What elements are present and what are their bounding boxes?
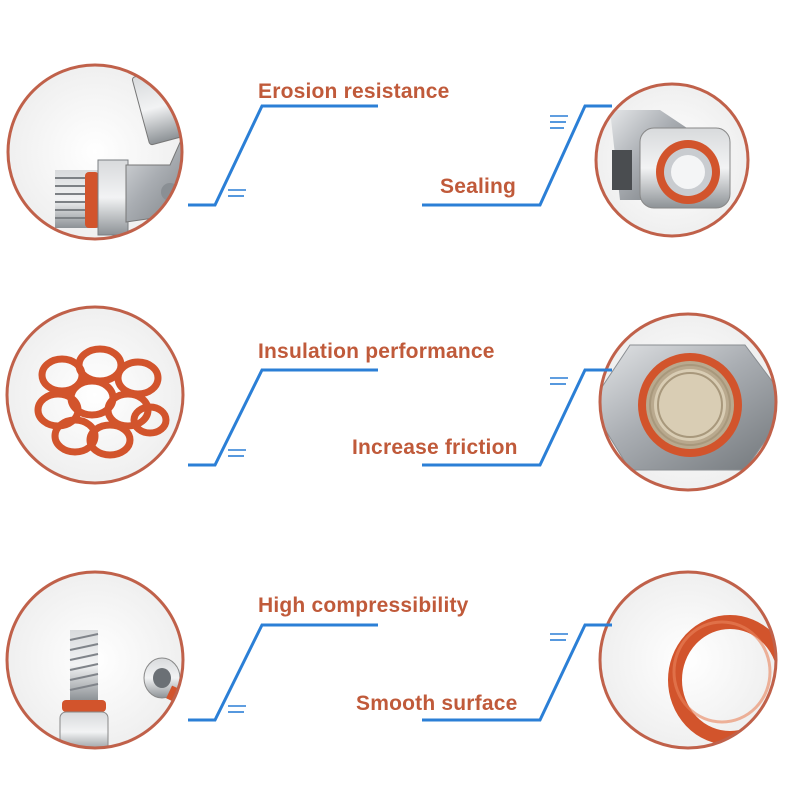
connector-insulation — [188, 368, 378, 467]
label-erosion-resistance: Erosion resistance — [258, 80, 450, 103]
connector-erosion — [188, 104, 378, 207]
label-high-compressibility: High compressibility — [258, 594, 469, 617]
smooth-surface-photo — [598, 570, 778, 750]
high-compressibility-photo — [5, 570, 185, 750]
connector-sealing — [422, 104, 612, 207]
connector-compressibility — [188, 623, 378, 722]
connector-friction — [422, 368, 612, 467]
label-insulation-performance: Insulation performance — [258, 340, 495, 363]
label-sealing: Sealing — [440, 175, 517, 198]
connector-lines — [188, 104, 612, 722]
increase-friction-photo — [598, 312, 778, 492]
label-increase-friction: Increase friction — [352, 436, 518, 459]
erosion-resistance-photo — [6, 63, 184, 241]
connector-smooth — [422, 623, 612, 722]
label-smooth-surface: Smooth surface — [356, 692, 518, 715]
insulation-performance-photo — [5, 305, 185, 485]
sealing-photo — [594, 82, 750, 238]
tick-marks — [228, 115, 568, 713]
